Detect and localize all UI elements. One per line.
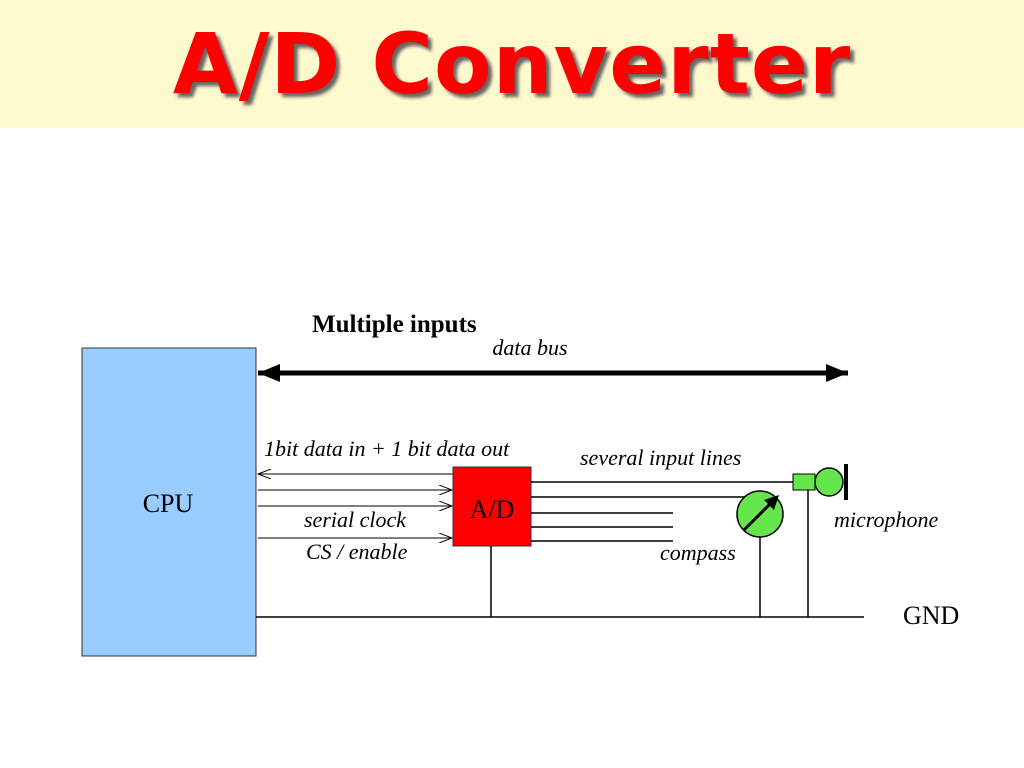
input-lines-label: several input lines <box>580 445 741 470</box>
compass-label: compass <box>660 540 736 565</box>
cs-enable-label: CS / enable <box>306 539 408 564</box>
microphone-label: microphone <box>834 507 939 532</box>
data-in-out-label: 1bit data in + 1 bit data out <box>264 436 510 461</box>
serial-clock-label: serial clock <box>304 507 407 532</box>
slide-title: A/D Converter <box>172 15 852 113</box>
adc-block <box>452 466 532 547</box>
diagram-heading: Multiple inputs <box>312 311 477 338</box>
cpu-label: CPU <box>143 489 194 518</box>
title-band: A/D Converter <box>0 0 1024 128</box>
cpu-block <box>81 347 257 657</box>
microphone-icon <box>814 467 844 497</box>
microphone-body <box>792 473 816 491</box>
compass-needle-head <box>764 495 779 510</box>
adc-label: A/D <box>470 495 515 524</box>
data-bus-label: data bus <box>492 335 567 360</box>
gnd-label: GND <box>903 601 959 630</box>
